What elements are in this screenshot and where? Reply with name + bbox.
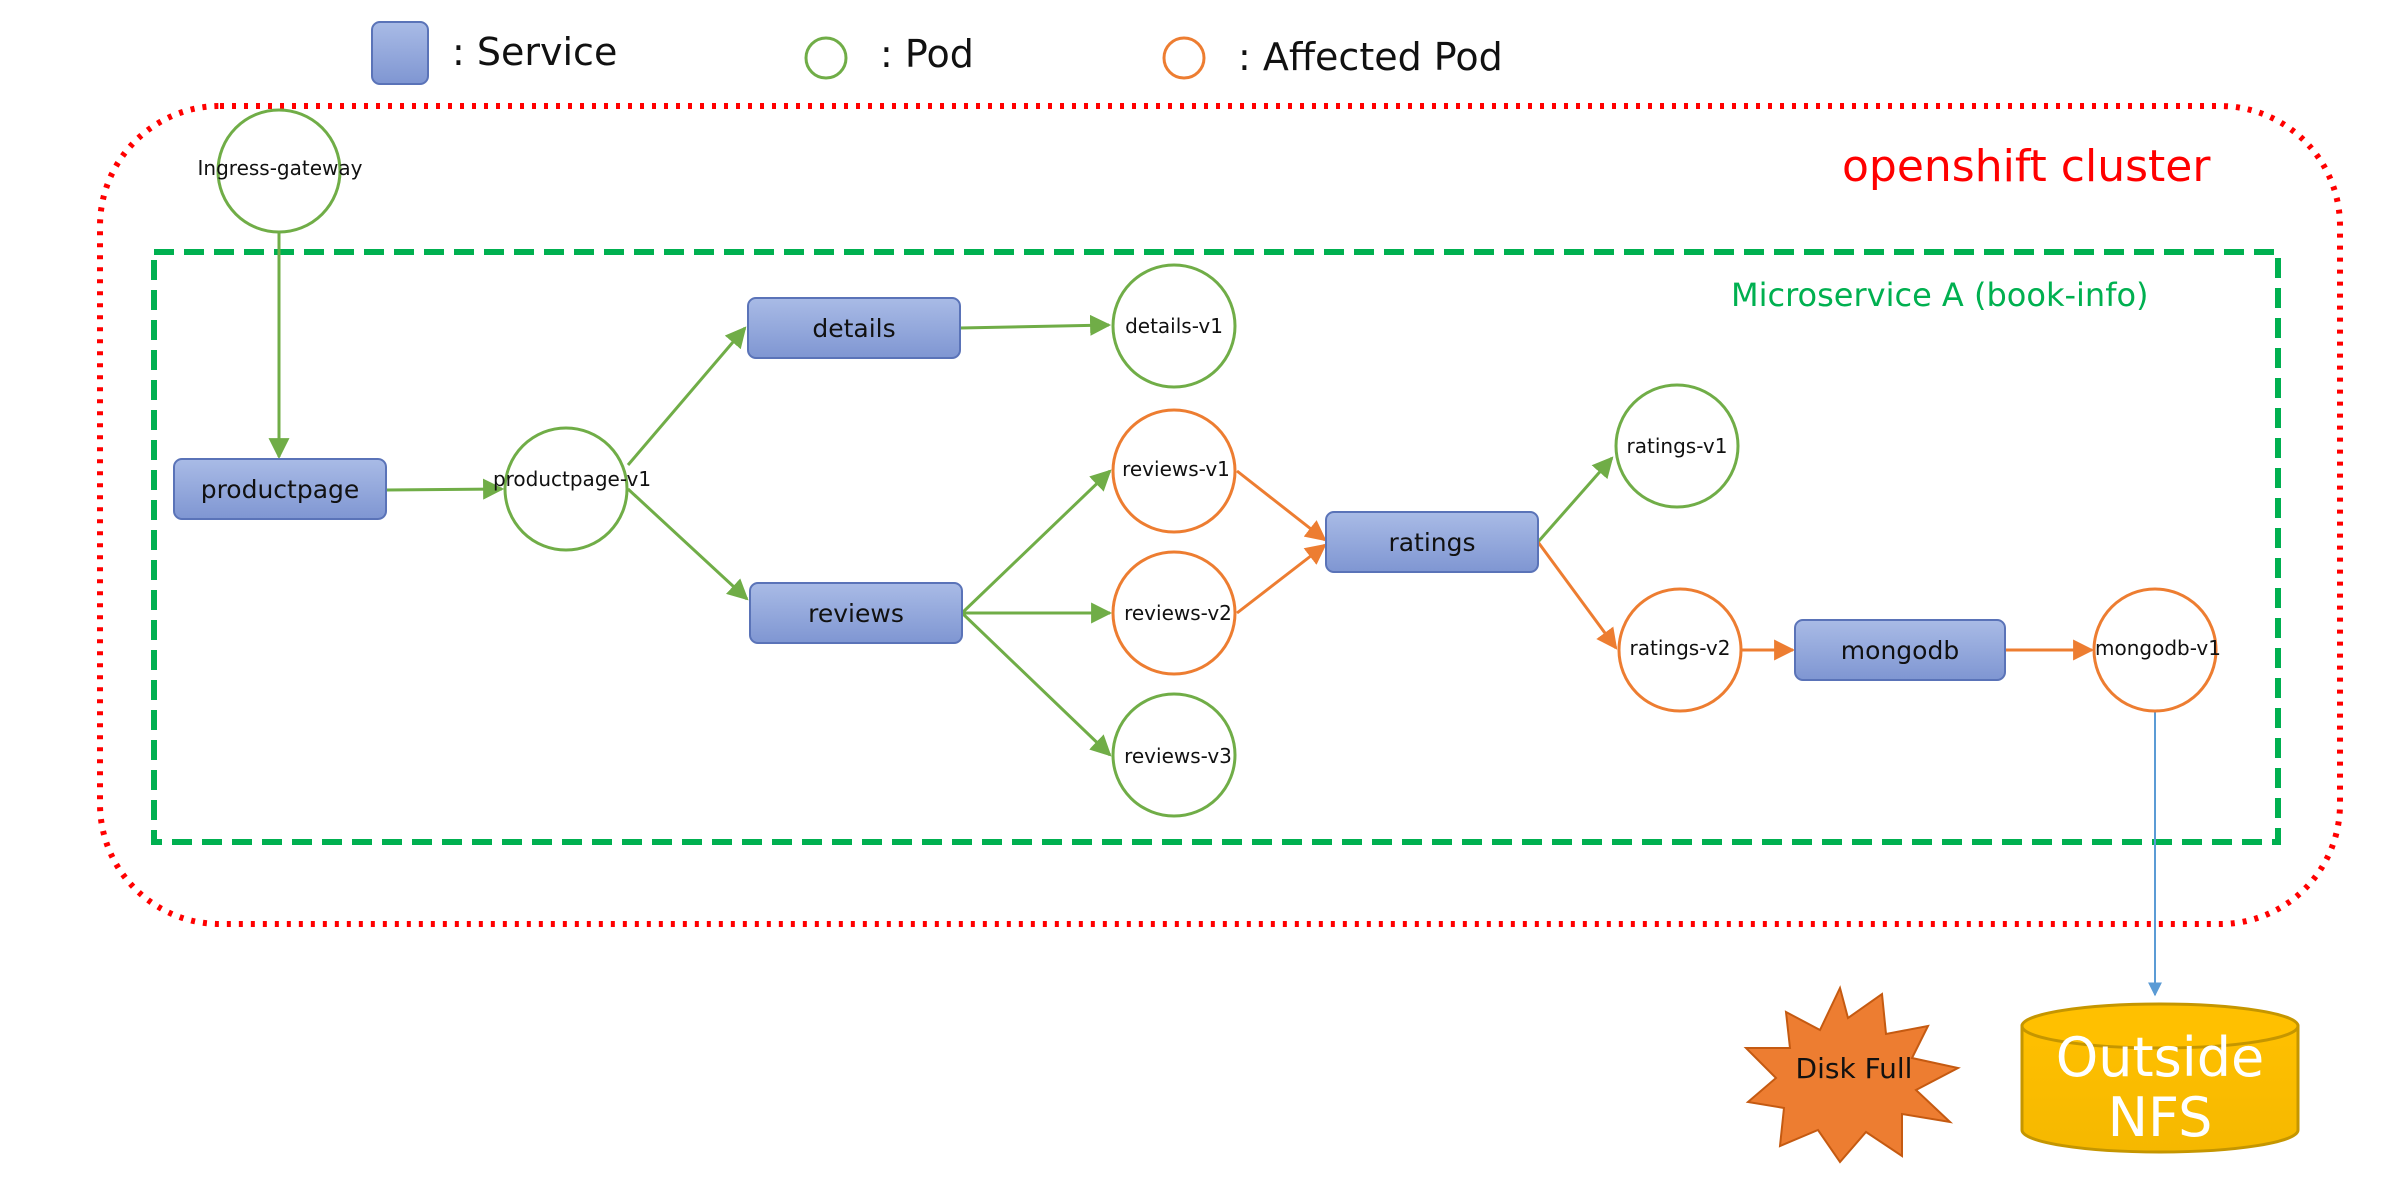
pod-ratings-v1-circle: [1614, 383, 1740, 509]
edge-reviews-v1-to-ratings: [1236, 469, 1327, 542]
pod-details-v1-circle: [1111, 263, 1237, 389]
pod-reviews-v1-label: reviews-v1: [1122, 457, 1230, 481]
nfs-cylinder-top: [2020, 1002, 2300, 1050]
service-reviews: reviews: [749, 582, 963, 644]
openshift-cluster-boundary: [97, 103, 2343, 927]
pod-reviews-v3-circle: [1111, 692, 1237, 818]
service-reviews-label: reviews: [808, 599, 904, 628]
service-details: details: [747, 297, 961, 359]
microservice-boundary: [151, 249, 2281, 845]
pod-ingress-gateway-circle: [216, 108, 342, 234]
legend-pod-swatch: [804, 36, 848, 80]
legend-affected-pod-swatch: [1162, 36, 1206, 80]
edge-ratings-to-ratings-v2: [1536, 541, 1618, 650]
pod-reviews-v2-label: reviews-v2: [1124, 601, 1232, 625]
pod-productpage-v1: productpage-v1: [493, 426, 651, 552]
openshift-cluster-label: openshift cluster: [1842, 141, 2211, 192]
pod-mongodb-v1: mongodb-v1: [2092, 587, 2221, 713]
pod-ingress-gateway-label: Ingress-gateway: [198, 156, 363, 180]
service-mongodb-box: [1794, 619, 2006, 681]
legend-service-label: : Service: [452, 30, 617, 74]
pod-reviews-v2-circle: [1111, 550, 1237, 676]
nfs-cylinder-body: [2020, 1024, 2300, 1154]
legend-service-swatch: [371, 21, 429, 85]
service-details-label: details: [812, 314, 895, 343]
edge-reviews-to-reviews-v3: [960, 611, 1112, 757]
pod-mongodb-v1-circle: [2092, 587, 2218, 713]
service-mongodb-label: mongodb: [1841, 636, 1959, 665]
pod-details-v1: details-v1: [1111, 263, 1237, 389]
service-ratings-box: [1325, 511, 1539, 573]
service-ratings-label: ratings: [1388, 528, 1475, 557]
disk-full-burst: Disk Full: [1743, 985, 1961, 1164]
microservice-label: Microservice A (book-info): [1731, 276, 2149, 314]
pod-reviews-v1: reviews-v1: [1111, 408, 1237, 534]
edges-healthy: [268, 232, 1614, 757]
service-mongodb: mongodb: [1794, 619, 2006, 681]
pod-ratings-v2: ratings-v2: [1617, 587, 1743, 713]
edge-ratings-to-ratings-v1: [1536, 456, 1614, 543]
pod-reviews-v3: reviews-v3: [1111, 692, 1237, 818]
edge-reviews-to-reviews-v1: [960, 469, 1112, 615]
edges-affected: [1236, 469, 2095, 661]
pod-ratings-v1: ratings-v1: [1614, 383, 1740, 509]
pod-ratings-v1-label: ratings-v1: [1627, 434, 1728, 458]
pod-reviews-v1-circle: [1111, 408, 1237, 534]
pod-ratings-v2-circle: [1617, 587, 1743, 713]
pod-productpage-v1-label: productpage-v1: [493, 467, 651, 491]
pod-productpage-v1-circle: [503, 426, 629, 552]
pod-reviews-v2: reviews-v2: [1111, 550, 1237, 676]
service-reviews-box: [749, 582, 963, 644]
service-productpage-label: productpage: [201, 475, 360, 504]
pod-details-v1-label: details-v1: [1125, 314, 1223, 338]
nfs-label-line2: NFS: [2108, 1086, 2213, 1149]
legend-pod-label: : Pod: [880, 32, 974, 76]
service-details-box: [747, 297, 961, 359]
pod-ingress-gateway: Ingress-gateway: [198, 108, 363, 234]
service-ratings: ratings: [1325, 511, 1539, 573]
pod-mongodb-v1-label: mongodb-v1: [2095, 636, 2221, 660]
legend: : Service : Pod : Affected Pod: [371, 21, 1503, 85]
service-productpage-box: [173, 458, 387, 520]
nfs-label-line1: Outside: [2056, 1026, 2265, 1089]
edge-reviews-v2-to-ratings: [1236, 543, 1327, 615]
service-productpage: productpage: [173, 458, 387, 520]
edge-productpage-v1-to-details: [626, 326, 747, 466]
outside-nfs-storage: Outside NFS: [2020, 1002, 2300, 1154]
edge-details-to-details-v1: [959, 314, 1112, 336]
legend-affected-pod-label: : Affected Pod: [1238, 35, 1503, 79]
edge-productpage-to-productpage-v1: [385, 478, 505, 500]
disk-full-label: Disk Full: [1796, 1052, 1913, 1085]
disk-full-burst-shape: [1743, 985, 1961, 1164]
edge-productpage-v1-to-reviews: [626, 487, 749, 601]
pod-reviews-v3-label: reviews-v3: [1124, 744, 1232, 768]
pod-ratings-v2-label: ratings-v2: [1630, 636, 1731, 660]
